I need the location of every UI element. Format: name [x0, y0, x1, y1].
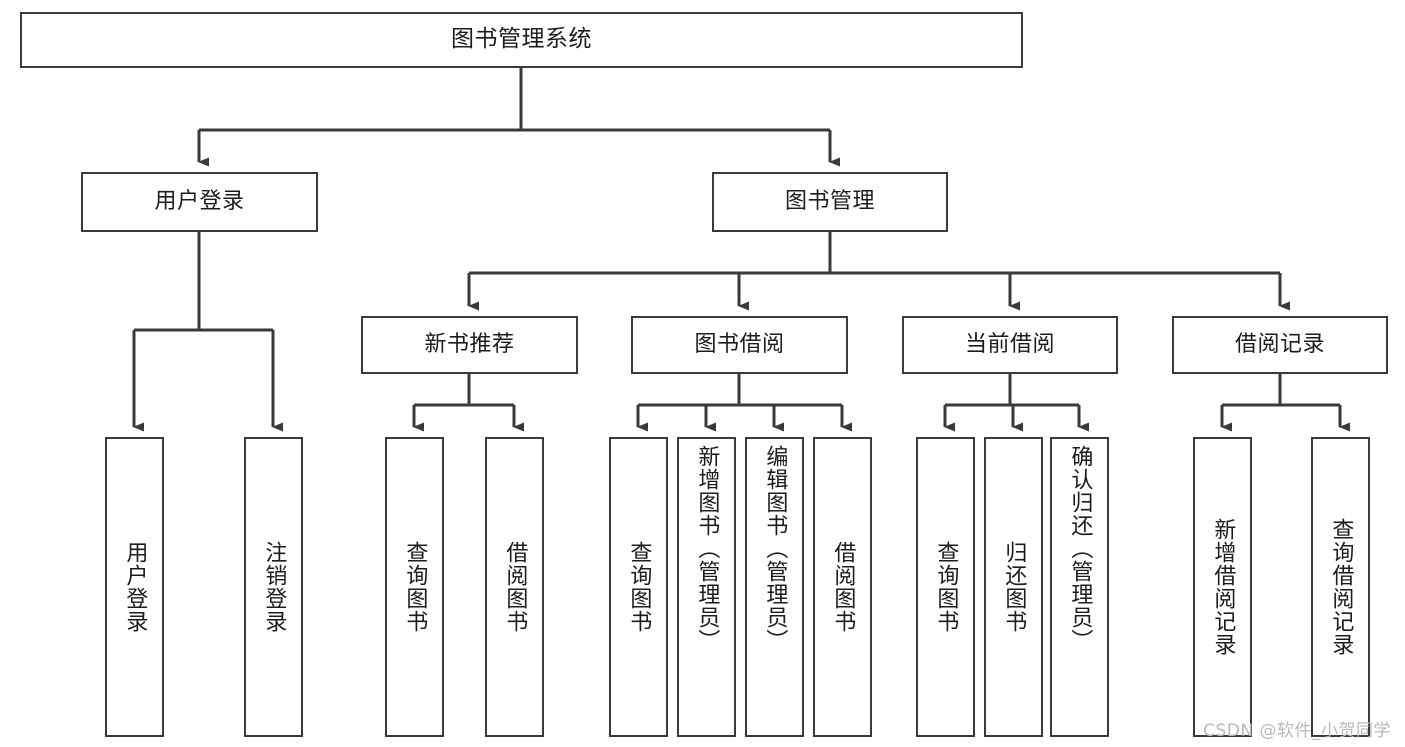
node-label: 新书推荐	[424, 332, 515, 358]
node-label: 用户登录	[122, 541, 148, 633]
node-label: 查询图书	[626, 541, 652, 633]
leaf-query-book-borrow[interactable]: 查询图书	[609, 437, 668, 737]
node-label: 图书管理系统	[451, 26, 592, 53]
node-label: 查询图书	[933, 541, 959, 633]
leaf-query-book-current[interactable]: 查询图书	[916, 437, 975, 737]
node-label: 新增借阅记录	[1210, 518, 1236, 656]
node-label: 查询图书	[402, 541, 428, 633]
node-label: 图书借阅	[694, 332, 785, 358]
node-label: 新增图书（管理员）	[694, 445, 720, 652]
node-label: 归还图书	[1001, 541, 1027, 633]
node-new-book-recommend[interactable]: 新书推荐	[361, 316, 578, 374]
node-root-system[interactable]: 图书管理系统	[20, 12, 1023, 68]
node-book-management[interactable]: 图书管理	[712, 172, 948, 232]
leaf-query-borrow-record[interactable]: 查询借阅记录	[1311, 437, 1370, 737]
leaf-add-borrow-record[interactable]: 新增借阅记录	[1193, 437, 1252, 737]
leaf-edit-book-admin[interactable]: 编辑图书（管理员）	[745, 437, 804, 737]
leaf-user-login[interactable]: 用户登录	[105, 437, 164, 737]
leaf-logout-login[interactable]: 注销登录	[244, 437, 303, 737]
leaf-add-book-admin[interactable]: 新增图书（管理员）	[677, 437, 736, 737]
csdn-watermark: CSDN @软件_小贺同学	[1203, 721, 1391, 741]
leaf-borrow-book-recommend[interactable]: 借阅图书	[485, 437, 544, 737]
node-label: 当前借阅	[964, 332, 1055, 358]
leaf-borrow-book-borrow[interactable]: 借阅图书	[813, 437, 872, 737]
node-label: 编辑图书（管理员）	[762, 445, 788, 652]
node-book-borrow[interactable]: 图书借阅	[631, 316, 848, 374]
node-label: 用户登录	[154, 189, 245, 215]
leaf-query-book-recommend[interactable]: 查询图书	[385, 437, 444, 737]
node-label: 注销登录	[261, 541, 287, 633]
node-user-login[interactable]: 用户登录	[81, 172, 318, 232]
node-label: 借阅图书	[830, 541, 856, 633]
node-label: 查询借阅记录	[1328, 518, 1354, 656]
node-borrow-record[interactable]: 借阅记录	[1172, 316, 1388, 374]
node-label: 借阅记录	[1234, 332, 1325, 358]
leaf-return-book[interactable]: 归还图书	[984, 437, 1043, 737]
node-label: 图书管理	[784, 189, 875, 215]
leaf-confirm-return-admin[interactable]: 确认归还（管理员）	[1050, 437, 1109, 737]
node-current-borrow[interactable]: 当前借阅	[902, 316, 1118, 374]
node-label: 确认归还（管理员）	[1067, 445, 1093, 652]
node-label: 借阅图书	[502, 541, 528, 633]
